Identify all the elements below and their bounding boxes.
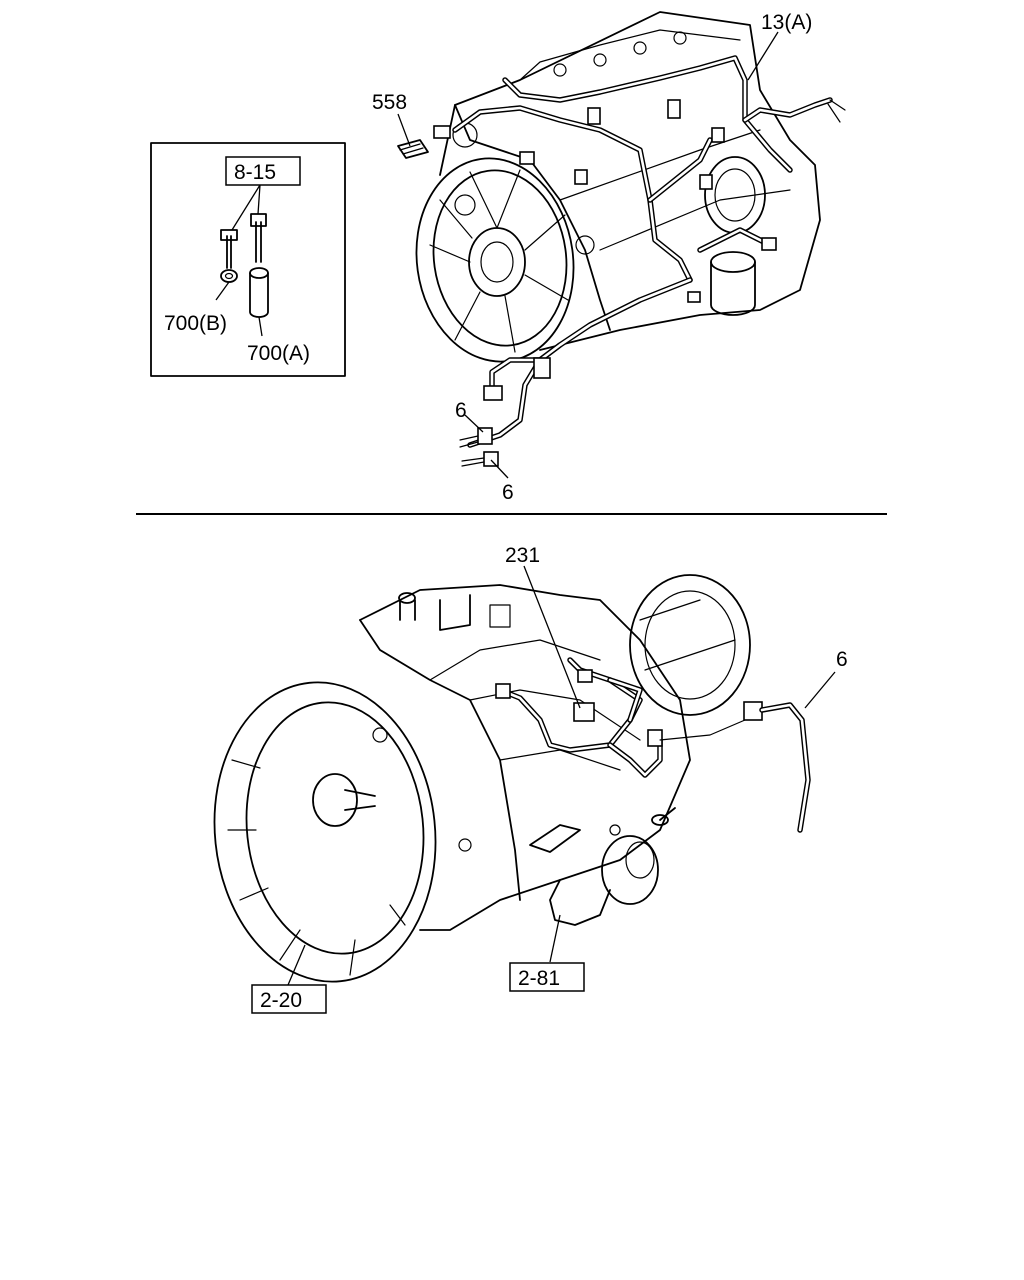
transmission-lead-harness [659, 701, 811, 833]
transmission-harness [495, 657, 663, 778]
callout-700b: 700(B) [164, 312, 227, 335]
callout-2-81: 2-81 [518, 967, 560, 990]
callout-8-15: 8-15 [234, 161, 276, 184]
engine-harness [433, 55, 846, 467]
leader-lines [215, 31, 836, 986]
clip-part [397, 139, 429, 159]
engine-assembly [415, 11, 821, 363]
callout-6-trans: 6 [836, 648, 848, 671]
callout-700a: 700(A) [247, 342, 310, 365]
callout-labels: 13(A) 558 8-15 700(B) 700(A) 6 6 231 6 2… [164, 11, 848, 1014]
callout-13a: 13(A) [761, 11, 812, 34]
transmission-assembly [213, 574, 751, 983]
callout-2-20: 2-20 [260, 989, 302, 1012]
box-2-81 [509, 962, 585, 992]
callout-558: 558 [372, 91, 407, 114]
box-8-15 [225, 156, 301, 186]
box-2-20 [251, 984, 327, 1014]
callout-6-upper: 6 [455, 399, 467, 422]
callout-6-lower: 6 [502, 481, 514, 504]
callout-231: 231 [505, 544, 540, 567]
